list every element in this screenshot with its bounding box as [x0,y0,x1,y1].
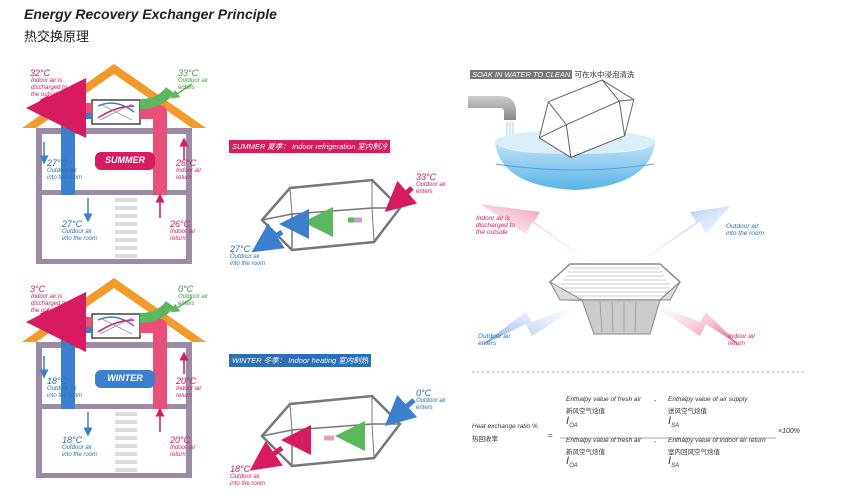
soak-label-cn: 可在水中浸泡清洗 [574,70,635,79]
winter-discharge-temp: 3°C [30,284,46,294]
formula-den2-en: Enthalpy value of indoor air return [668,437,766,444]
winter-right-upper-temp: 20°C [176,376,197,386]
winter-core-in-note: Outdoor air enters [416,398,447,411]
soak-label-en: SOAK IN WATER TO CLEAN [470,70,573,79]
formula-label-cn: 热回收率 [472,436,498,443]
formula-num1-cn: 新风空气焓值 [566,408,605,415]
formula-den2-cn: 室内回风空气焓值 [668,449,720,456]
formula-num1-sub: OA [569,423,578,430]
page-subtitle: 热交换原理 [24,29,90,44]
summer-right-upper-temp: 26°C [176,158,197,168]
summer-house [21,63,207,265]
formula-den2-symbol: ISA [668,455,679,469]
winter-core [249,394,418,471]
page-title: Energy Recovery Exchanger Principle [24,6,277,22]
winter-core-out-temp: 18°C [230,464,251,474]
summer-right-lower-note: Indoor air return [170,229,196,242]
formula-num2-sub: SA [671,423,680,430]
summer-core-out-note: Outdoor air into the room [230,254,266,267]
winter-core-in-temp: 0°C [416,388,432,398]
formula-num2-symbol: ISA [668,415,679,429]
winter-right-upper-note: Indoor air return [176,386,202,399]
summer-core-in-note: Outdoor air enters [416,182,447,195]
formula-num2-sym: I [668,415,672,427]
winter-banner: WINTER 冬季： Indoor heating 室内制热 [229,354,372,367]
summer-core [251,178,418,253]
summer-core-out-temp: 27°C [230,244,251,254]
formula-equals: = [548,431,553,440]
core-indoor-return-label: Indoor air return [728,333,756,347]
summer-outdoor-temp: 33°C [178,68,199,78]
formula-label-en: Heat exchange ratio % [472,423,538,430]
winter-core-out-note: Outdoor air into the room [230,474,266,487]
core-flow-diagram [480,204,740,346]
soak-illustration [468,79,655,190]
formula-den1-en: Enthalpy value of fresh air [566,437,642,444]
formula-den1-sub: OA [569,463,578,470]
summer-right-upper-note: Indoor air return [176,168,202,181]
summer-label: SUMMER [105,155,145,165]
summer-left-lower-temp: 27°C [62,219,83,229]
winter-left-lower-temp: 18°C [62,435,83,445]
summer-left-upper-note: Outdoor air into the room [47,168,83,181]
core-indoor-discharge-label: Indoor air is discharged to the outside [476,215,516,236]
core-outdoor-enters-label: Outdoor air enters [478,333,511,347]
winter-left-upper-temp: 18°C [47,376,68,386]
core-outdoor-into-room-label: Outdoor air into the room [726,223,764,237]
winter-left-upper-note: Outdoor air into the room [47,386,83,399]
formula-den2-sub: SA [671,463,680,470]
formula-num-minus: - [654,398,657,405]
summer-right-lower-temp: 26°C [170,219,191,229]
formula-num2-cn: 送风空气焓值 [668,408,707,415]
formula-num1-en: Enthalpy value of fresh air [566,396,642,403]
formula-den2-sym: I [668,455,672,467]
soak-label: SOAK IN WATER TO CLEAN 可在水中浸泡清洗 [470,69,634,80]
summer-discharge-temp: 32°C [30,68,51,78]
summer-discharge-note: Indoor air is discharged to the outside [31,78,68,98]
formula-den-minus: - [654,439,657,446]
winter-label: WINTER [107,373,143,383]
summer-outdoor-note: Outdoor air enters [178,78,209,91]
winter-outdoor-note: Outdoor air enters [178,294,209,307]
summer-left-upper-temp: 27°C [47,158,68,168]
winter-house [21,277,207,479]
summer-left-lower-note: Outdoor air into the room [62,229,98,242]
winter-right-lower-note: Indoor air return [170,445,196,458]
winter-outdoor-temp: 0°C [178,284,194,294]
winter-right-lower-temp: 20°C [170,435,191,445]
formula-den1-symbol: IOA [566,455,578,469]
formula-den1-sym: I [566,455,570,467]
formula-num1-sym: I [566,415,570,427]
formula-multiplier: ×100% [778,428,800,435]
formula-num1-symbol: IOA [566,415,578,429]
winter-discharge-note: Indoor air is discharged to the outside [31,294,68,314]
winter-left-lower-note: Outdoor air into the room [62,445,98,458]
summer-banner: SUMMER 夏季： Indoor refrigeration 室内制冷 [229,140,391,153]
summer-core-in-temp: 33°C [416,172,437,182]
formula-num2-en: Enthalpy value of air supply [668,396,748,403]
formula-den1-cn: 新风空气焓值 [566,449,605,456]
